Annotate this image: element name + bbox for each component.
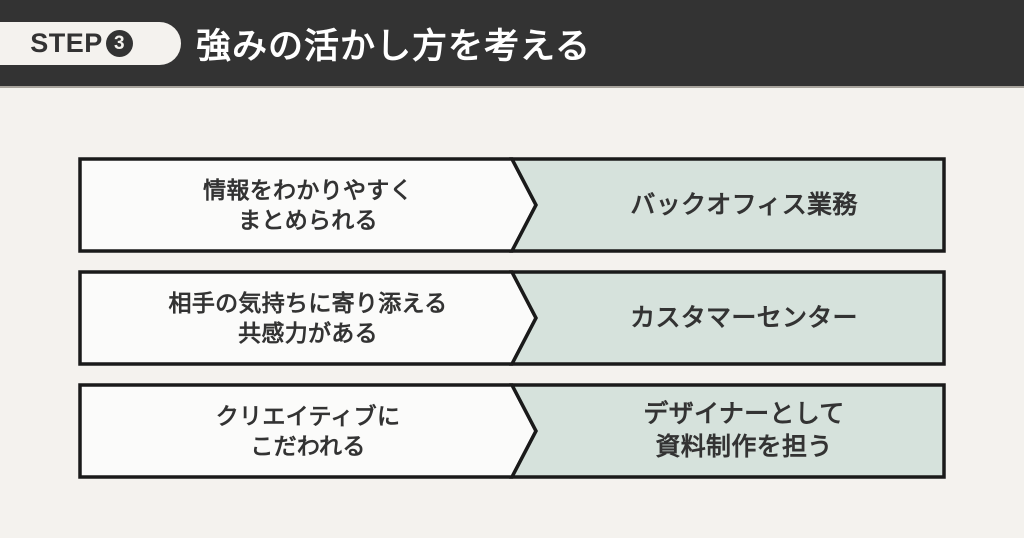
strength-line-2: まとめられる: [238, 207, 378, 233]
step-badge-label: STEP: [30, 28, 103, 58]
strength-line-1: クリエイティブに: [215, 402, 401, 429]
role-text: デザイナーとして 資料制作を担う: [548, 383, 940, 479]
strength-text: 相手の気持ちに寄り添える 共感力がある: [88, 270, 528, 366]
page-title: 強みの活かし方を考える: [196, 26, 591, 66]
role-text: カスタマーセンター: [548, 270, 940, 366]
list-item: クリエイティブに こだわれる デザイナーとして 資料制作を担う: [78, 383, 946, 479]
arrow-band-shape: [78, 270, 946, 366]
strength-line-2: こだわれる: [250, 433, 366, 459]
strength-text: クリエイティブに こだわれる: [88, 383, 528, 479]
strength-line-1: 相手の気持ちに寄り添える: [168, 289, 448, 316]
header-divider: [0, 86, 1024, 88]
strength-role-list: 情報をわかりやすく まとめられる バックオフィス業務 相手の気持ちに寄り添える …: [78, 157, 946, 479]
role-text: バックオフィス業務: [548, 157, 940, 253]
list-item: 情報をわかりやすく まとめられる バックオフィス業務: [78, 157, 946, 253]
strength-line-1: 情報をわかりやすく: [203, 176, 413, 203]
role-line-1: デザイナーとして: [643, 400, 845, 428]
page-header: STEP 3 強みの活かし方を考える: [0, 0, 1024, 86]
step-number-circle: 3: [105, 30, 133, 57]
step-badge: STEP 3: [0, 22, 181, 65]
arrow-band-shape: [78, 157, 946, 253]
strength-line-2: 共感力がある: [238, 320, 378, 346]
role-line-1: バックオフィス業務: [630, 190, 858, 219]
arrow-band-shape: [78, 383, 946, 479]
role-line-2: 資料制作を担う: [655, 433, 833, 461]
role-line-1: カスタマーセンター: [630, 303, 858, 332]
list-item: 相手の気持ちに寄り添える 共感力がある カスタマーセンター: [78, 270, 946, 366]
strength-text: 情報をわかりやすく まとめられる: [88, 157, 528, 253]
